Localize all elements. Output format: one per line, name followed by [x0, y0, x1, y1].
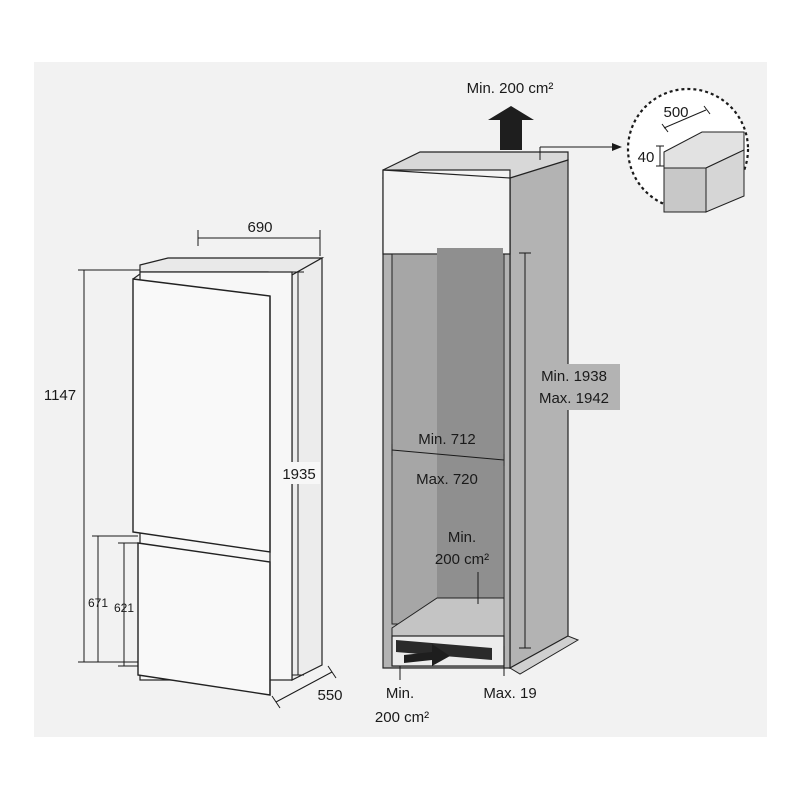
label-height-left: 1147	[44, 387, 76, 404]
label-top-vent: Min. 200 cm²	[467, 80, 554, 97]
label-bottom-vent-line1: Min.	[386, 685, 414, 702]
upper-door-edge	[132, 273, 141, 280]
dim-appliance-height-left: 1147	[44, 269, 140, 663]
label-rear-vent-line2: 200 cm²	[435, 551, 489, 568]
upper-door	[132, 278, 271, 553]
niche-drawing	[382, 151, 580, 675]
label-detail-height: 40	[638, 149, 655, 166]
dim-appliance-height-total: 1935	[278, 271, 320, 676]
dim-lower-section: 671 621	[88, 535, 138, 667]
label-detail-depth: 500	[663, 104, 688, 121]
cabinet-side	[509, 159, 569, 670]
arrow-up-icon	[488, 106, 534, 150]
lower-door	[137, 542, 271, 696]
dim-appliance-width: 690	[197, 219, 321, 256]
vent-slot	[396, 640, 492, 660]
dim-niche-height	[519, 252, 531, 649]
niche-back-wall	[437, 248, 503, 598]
callout-pointer	[539, 143, 622, 160]
label-depth: 550	[317, 687, 342, 704]
label-niche-height-max: Max. 1942	[539, 390, 609, 407]
label-bottom-vent-line2: 200 cm²	[375, 709, 429, 726]
cabinet-base	[508, 635, 580, 675]
label-height-total: 1935	[282, 466, 315, 483]
dim-niche-width	[391, 444, 505, 466]
label-niche-width-min: Min. 712	[418, 431, 476, 448]
label-appliance-width: 690	[247, 219, 272, 236]
magnifier-callout-icon	[626, 87, 750, 213]
upper-box-edge	[382, 169, 511, 179]
label-niche-height-min: Min. 1938	[541, 368, 607, 385]
label-side-gap: Max. 19	[483, 685, 536, 702]
label-lower-a: 671	[88, 596, 108, 610]
dim-appliance-depth: 550	[271, 665, 343, 709]
label-rear-vent-line1: Min.	[448, 529, 476, 546]
upper-cabinet-box	[382, 169, 511, 255]
label-niche-width-max: Max. 720	[416, 471, 478, 488]
label-lower-b: 621	[114, 601, 134, 615]
appliance-drawing	[132, 256, 325, 696]
arrow-right-icon	[404, 644, 450, 666]
